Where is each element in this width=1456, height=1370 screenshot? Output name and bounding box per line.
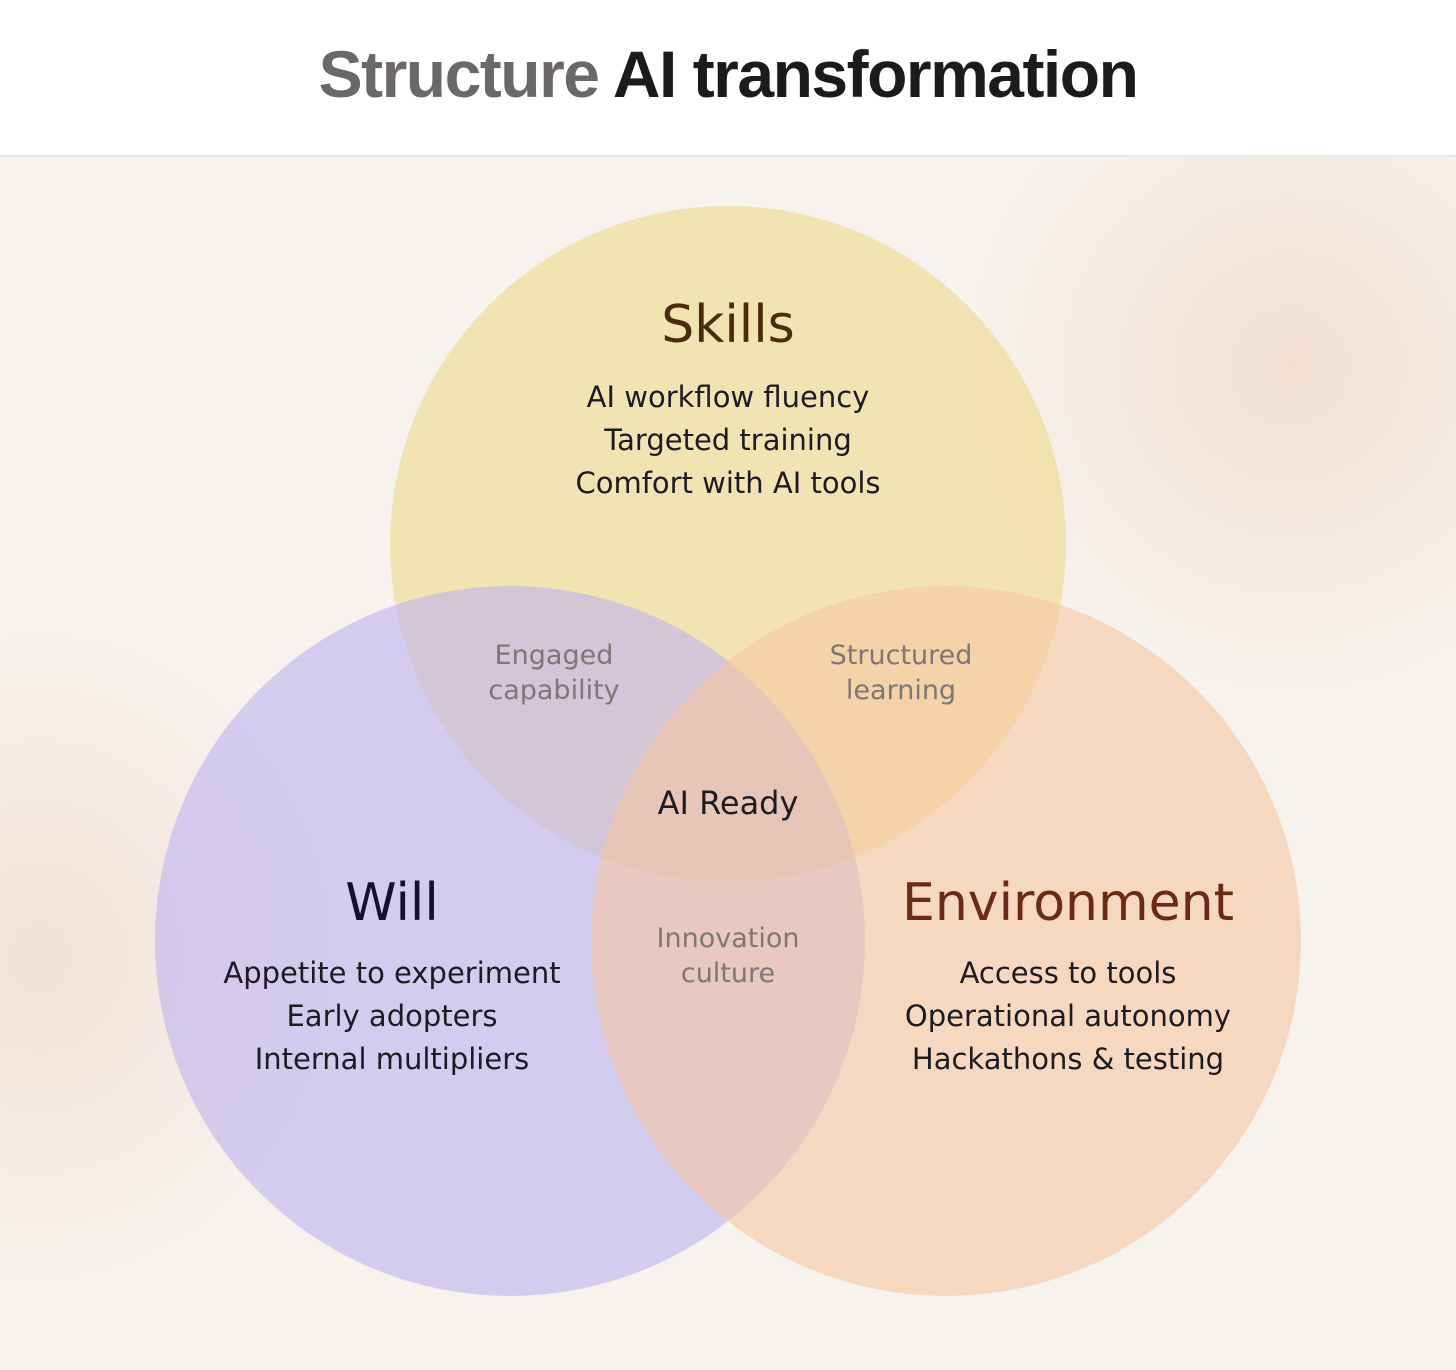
environment-item: Operational autonomy [904, 999, 1232, 1033]
will-heading: Will [345, 873, 439, 933]
overlap-label-line: Innovation [656, 923, 800, 954]
overlap-label-line: culture [680, 958, 776, 989]
will-items: Appetite to experiment Early adopters In… [223, 952, 560, 1081]
skills-item: Comfort with AI tools [575, 466, 881, 500]
overlap-skills-will: Engaged capability [488, 638, 619, 708]
overlap-label-line: capability [488, 675, 620, 706]
skills-heading: Skills [661, 295, 795, 355]
will-item: Early adopters [286, 999, 498, 1033]
title-part-ai-transformation: AI transformation [612, 36, 1139, 111]
venn-diagram-area: Skills AI workflow fluency Targeted trai… [0, 157, 1456, 1370]
skills-item: Targeted training [604, 423, 852, 457]
will-item: Appetite to experiment [223, 956, 561, 990]
header: Structure AI transformation [0, 0, 1456, 157]
environment-items: Access to tools Operational autonomy Hac… [905, 952, 1231, 1081]
environment-item: Access to tools [959, 956, 1177, 990]
overlap-skills-environment: Structured learning [830, 638, 973, 708]
will-item: Internal multipliers [254, 1042, 530, 1076]
skills-items: AI workflow fluency Targeted training Co… [575, 376, 880, 505]
overlap-label-line: Engaged [494, 640, 614, 671]
overlap-label-line: learning [845, 675, 957, 706]
venn-diagram [155, 206, 1301, 1296]
page-title: Structure AI transformation [318, 36, 1139, 112]
skills-item: AI workflow fluency [586, 380, 870, 414]
environment-heading: Environment [901, 873, 1235, 933]
center-label-ai-ready: AI Ready [657, 784, 799, 822]
environment-circle [591, 586, 1301, 1296]
overlap-will-environment: Innovation culture [657, 921, 800, 991]
overlap-label-line: Structured [829, 640, 973, 671]
environment-item: Hackathons & testing [911, 1042, 1225, 1076]
title-part-structure: Structure [318, 36, 600, 111]
